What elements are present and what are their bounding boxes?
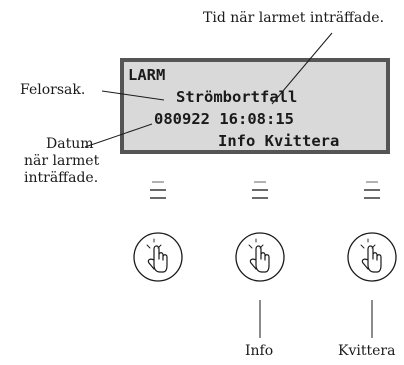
- led-indicator-icon: [252, 181, 268, 199]
- left-softkey-button[interactable]: [133, 232, 183, 282]
- leader-fault-cause: [101, 90, 165, 101]
- callout-fault-cause: Felorsak.: [20, 82, 86, 98]
- display-row-datetime: 080922 16:08:15: [154, 110, 294, 128]
- led-indicator-icon: [150, 181, 166, 199]
- display-row-alarm: LARM: [128, 66, 166, 84]
- display-row-softkeys: Info Kvittera: [218, 132, 340, 150]
- info-button[interactable]: [235, 232, 285, 282]
- display-row-cause: Strömbortfall: [176, 88, 298, 106]
- leader-alarm-time: [271, 32, 333, 105]
- info-button-caption: Info: [245, 343, 274, 359]
- kvittera-button[interactable]: [347, 232, 397, 282]
- kvittera-button-caption: Kvittera: [338, 343, 396, 359]
- lcd-display: LARM Strömbortfall 080922 16:08:15 Info …: [120, 58, 390, 154]
- callout-date-line3: inträffade.: [24, 170, 99, 186]
- led-indicator-icon: [364, 181, 380, 199]
- callout-date-line1: Datum: [46, 136, 94, 152]
- callout-date-line2: när larmet: [24, 153, 100, 169]
- callout-alarm-time: Tid när larmet inträffade.: [203, 10, 385, 26]
- leader-date: [84, 123, 153, 148]
